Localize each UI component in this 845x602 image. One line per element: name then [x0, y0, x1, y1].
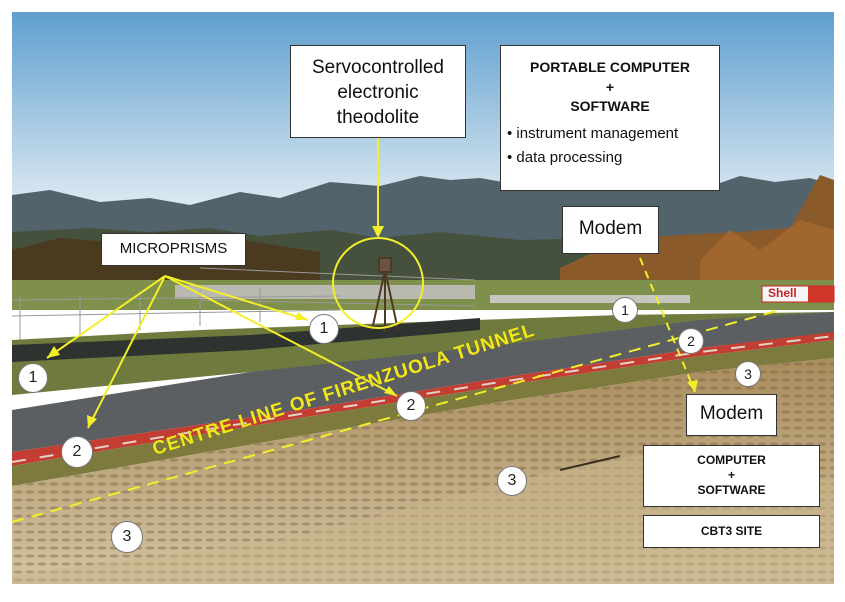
marker-1-right: 1 — [612, 297, 638, 323]
portable-computer-plus: + — [605, 79, 615, 95]
theodolite-label: Servocontrolled electronic theodolite — [311, 57, 445, 128]
bullet-instrument-management: • instrument management — [507, 125, 679, 142]
modem-label-lower: Modem — [699, 403, 764, 424]
marker-2-right: 2 — [678, 328, 704, 354]
portable-computer-box: PORTABLE COMPUTER + SOFTWARE • instrumen… — [500, 45, 720, 191]
cbt3-site-label: CBT3 SITE — [700, 524, 763, 538]
shell-sign-text: Shell — [768, 286, 797, 300]
track-road — [12, 312, 834, 452]
marker-1-center: 1 — [309, 314, 339, 344]
theodolite-label-box: Servocontrolled electronic theodolite — [290, 45, 466, 138]
cbt3-computer-label: COMPUTER — [697, 453, 766, 467]
marker-3-left: 3 — [111, 521, 143, 553]
portable-computer-title: PORTABLE COMPUTER — [530, 59, 690, 75]
kerb — [12, 332, 834, 466]
marker-3-center: 3 — [497, 466, 527, 496]
marker-2-center: 2 — [396, 391, 426, 421]
barrier-wall — [12, 318, 480, 362]
modem-label-upper: Modem — [578, 218, 643, 239]
portable-computer-software: SOFTWARE — [570, 98, 650, 114]
microprisms-label: MICROPRISMS — [119, 240, 228, 257]
modem-box-upper: Modem — [562, 206, 659, 254]
cbt3-computer-box: COMPUTER + SOFTWARE — [643, 445, 820, 507]
theodolite-tripod — [371, 257, 399, 332]
microprisms-label-box: MICROPRISMS — [101, 233, 246, 266]
marker-2-left: 2 — [61, 436, 93, 468]
cbt3-software-label: SOFTWARE — [697, 483, 766, 497]
marker-3-right: 3 — [735, 361, 761, 387]
modem-box-lower: Modem — [686, 394, 777, 436]
cbt3-plus-label: + — [727, 468, 735, 482]
marker-1-left: 1 — [18, 363, 48, 393]
cbt3-site-box: CBT3 SITE — [643, 515, 820, 548]
bullet-data-processing: • data processing — [507, 149, 623, 166]
